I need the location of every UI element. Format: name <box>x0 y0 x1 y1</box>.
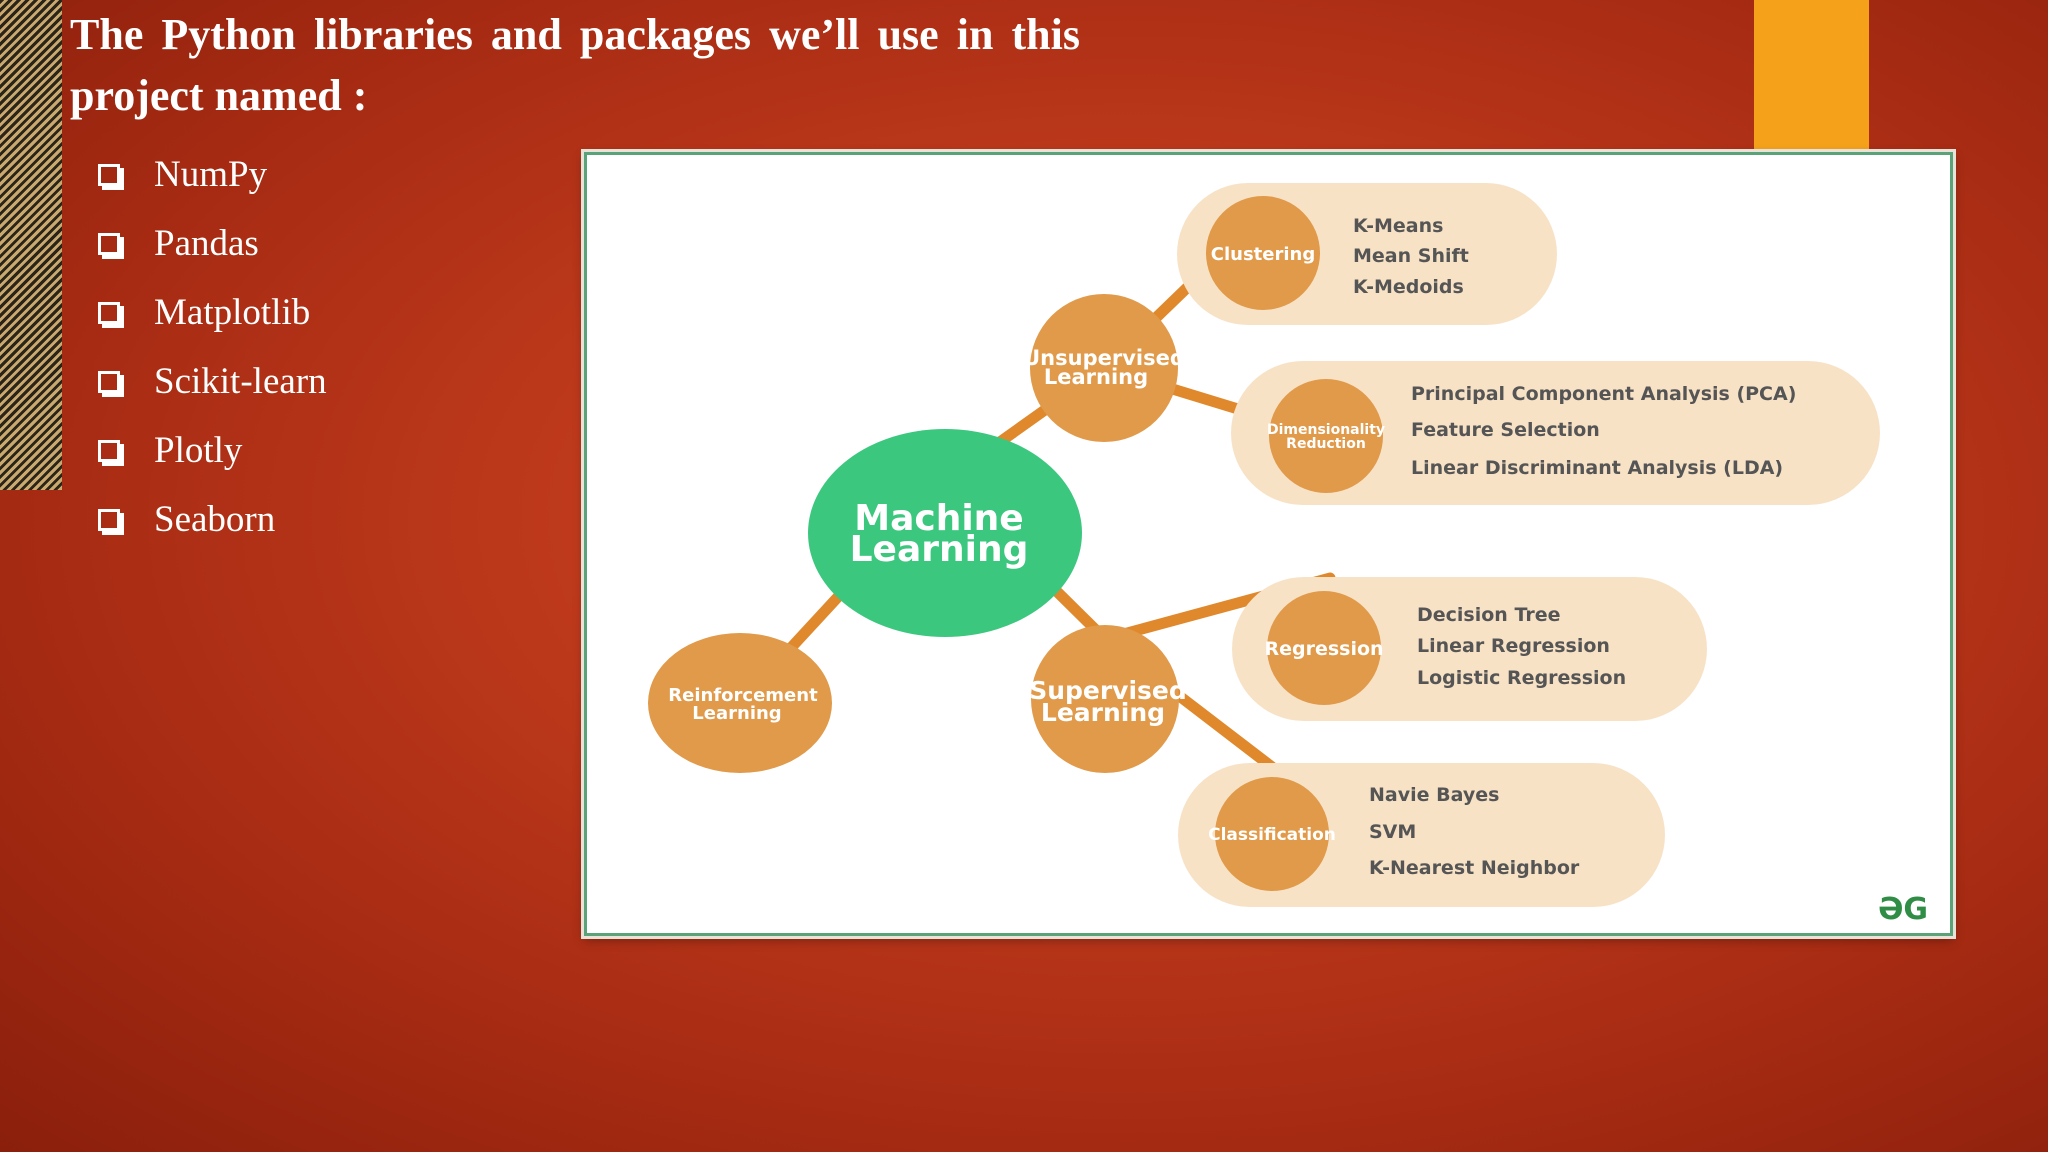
dimensionality-item: Linear Discriminant Analysis (LDA) <box>1411 457 1783 479</box>
regression-item: Logistic Regression <box>1417 667 1626 689</box>
regression-item: Decision Tree <box>1417 604 1560 626</box>
decorative-stripe <box>0 0 62 490</box>
dimensionality-node <box>1269 379 1383 493</box>
reinforcement-label-line1: Reinforcement <box>668 685 818 706</box>
checkbox-bullet-icon <box>98 439 120 462</box>
clustering-item: K-Medoids <box>1353 276 1464 298</box>
accent-bar <box>1754 0 1869 150</box>
clustering-item: Mean Shift <box>1353 245 1469 267</box>
checkbox-bullet-icon <box>98 508 120 531</box>
center-label-line2: Learning <box>850 529 1029 570</box>
list-item: Seaborn <box>98 485 327 554</box>
dimensionality-item: Principal Component Analysis (PCA) <box>1411 383 1796 405</box>
clustering-label: Clustering <box>1211 244 1315 265</box>
dimensionality-item: Feature Selection <box>1411 419 1600 441</box>
checkbox-bullet-icon <box>98 301 120 324</box>
classification-item: SVM <box>1369 821 1416 843</box>
center-label-line1: Machine <box>854 498 1023 539</box>
dimensionality-label-line1: Dimensionality <box>1267 422 1385 438</box>
classification-item: Navie Bayes <box>1369 784 1499 806</box>
classification-node <box>1215 777 1329 891</box>
classification-label: Classification <box>1208 825 1336 845</box>
ml-diagram-card: Machine Learning Unsupervised Learning S… <box>584 152 1953 936</box>
checkbox-bullet-icon <box>98 232 120 255</box>
gfg-logo: ƏG <box>1878 892 1928 927</box>
dimensionality-group <box>1231 361 1880 505</box>
ml-diagram: Machine Learning Unsupervised Learning S… <box>648 183 1928 927</box>
regression-label: Regression <box>1264 638 1383 660</box>
list-item: Scikit-learn <box>98 347 327 416</box>
list-item: Plotly <box>98 416 327 485</box>
regression-item: Linear Regression <box>1417 635 1610 657</box>
list-item: Pandas <box>98 209 327 278</box>
clustering-node <box>1206 196 1320 310</box>
reinforcement-node <box>648 633 832 773</box>
checkbox-bullet-icon <box>98 163 120 186</box>
clustering-item: K-Means <box>1353 215 1443 237</box>
reinforcement-label-line2: Learning <box>692 703 781 724</box>
unsupervised-label-line1: Unsupervised <box>1023 346 1185 370</box>
list-item: NumPy <box>98 140 327 209</box>
unsupervised-node <box>1030 294 1178 442</box>
supervised-label-line2: Learning <box>1041 698 1165 727</box>
supervised-node <box>1031 625 1179 773</box>
classification-item: K-Nearest Neighbor <box>1369 857 1580 879</box>
machine-learning-node <box>808 429 1082 637</box>
slide-title: The Python libraries and packages we’ll … <box>70 10 1080 120</box>
list-item: Matplotlib <box>98 278 327 347</box>
dimensionality-label-line2: Reduction <box>1286 436 1366 452</box>
supervised-label-line1: Supervised <box>1029 676 1187 705</box>
regression-node <box>1267 591 1381 705</box>
checkbox-bullet-icon <box>98 370 120 393</box>
library-list: NumPy Pandas Matplotlib Scikit-learn Plo… <box>98 140 327 554</box>
unsupervised-label-line2: Learning <box>1044 365 1148 389</box>
